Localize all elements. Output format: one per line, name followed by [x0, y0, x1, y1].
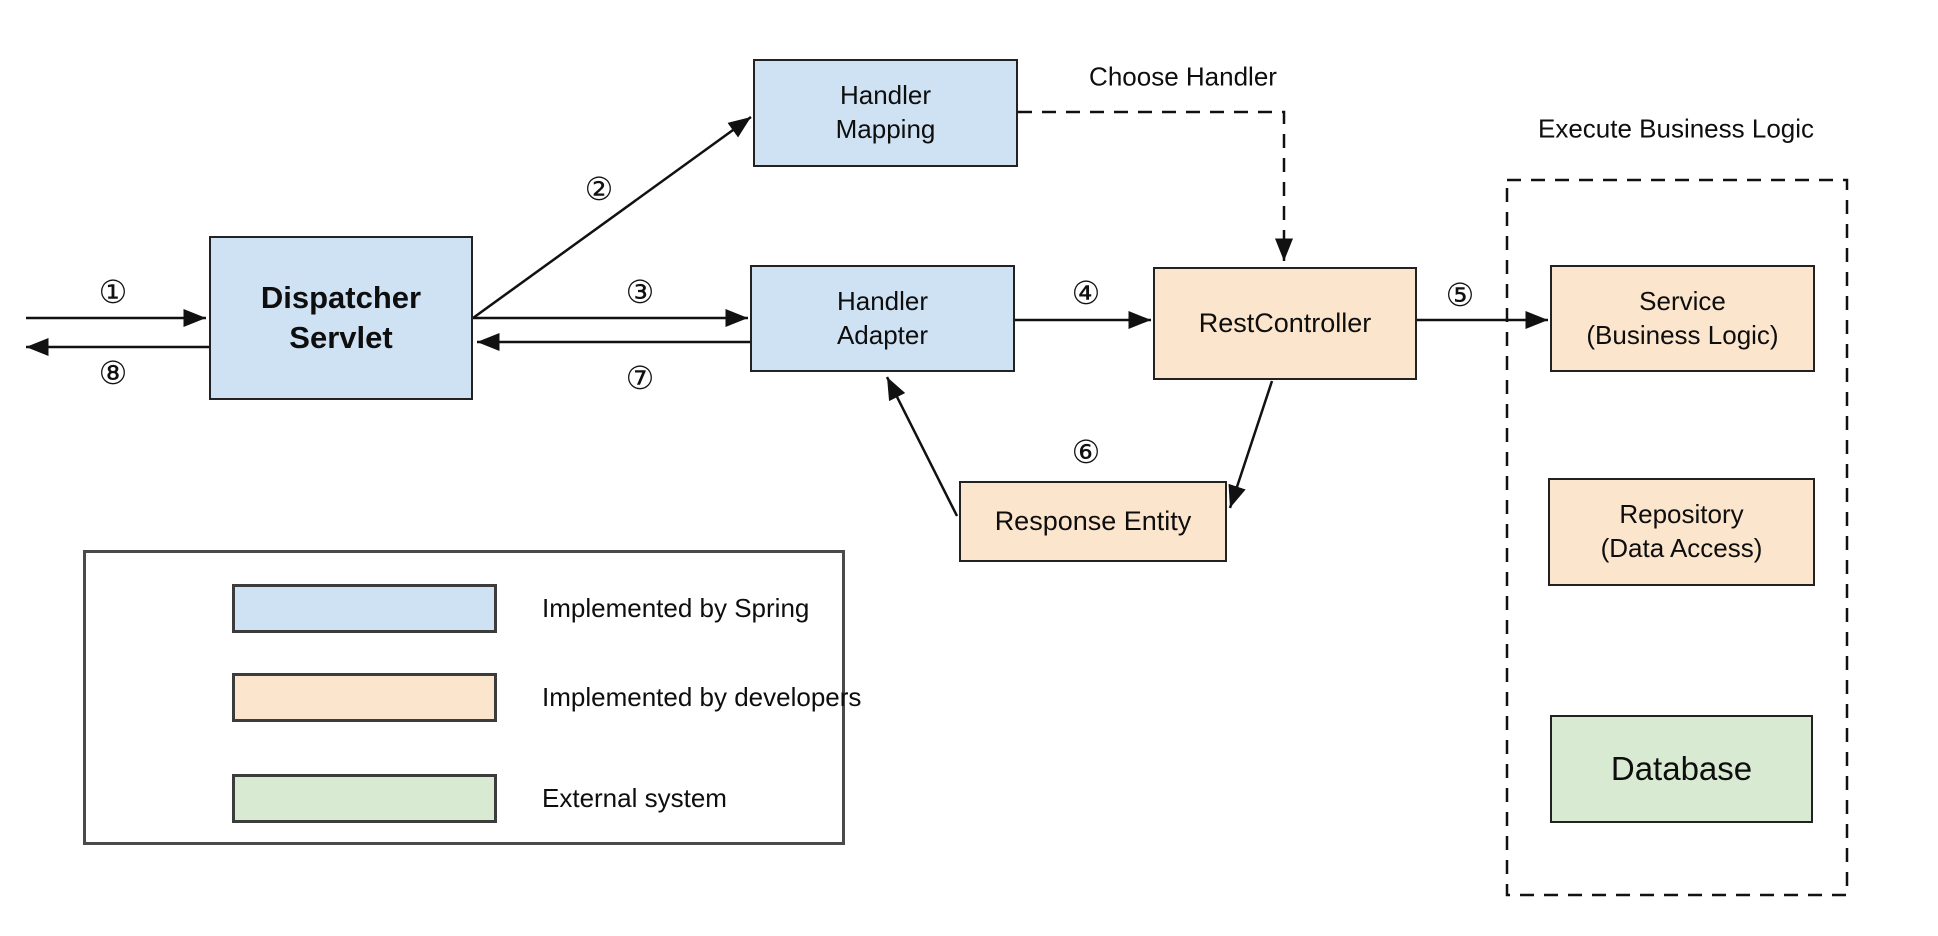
dashed-business-logic-container — [1505, 178, 1849, 897]
legend-label-external: External system — [542, 783, 727, 813]
arrow-controller-to-response-entity — [1228, 380, 1274, 509]
legend-label-developers: Implemented by developers — [542, 682, 862, 712]
step-2-badge: ② — [584, 170, 614, 208]
node-dispatcher-servlet: Dispatcher Servlet — [209, 236, 473, 400]
node-rest-controller: RestController — [1153, 267, 1417, 380]
step-8-badge: ⑧ — [98, 354, 128, 392]
step-5-badge: ⑤ — [1445, 276, 1475, 314]
step-4-badge: ④ — [1071, 274, 1101, 312]
step-3-badge: ③ — [625, 273, 655, 311]
node-handler-mapping: Handler Mapping — [753, 59, 1018, 167]
arrow-step-2-to-handler-mapping — [472, 115, 752, 320]
node-handler-adapter: Handler Adapter — [750, 265, 1015, 372]
node-response-entity: Response Entity — [959, 481, 1227, 562]
step-6-badge: ⑥ — [1071, 433, 1101, 471]
legend-label-spring: Implemented by Spring — [542, 593, 810, 623]
node-repository-label: Repository (Data Access) — [1600, 499, 1763, 563]
legend-swatch-external — [232, 774, 497, 823]
node-dispatcher-servlet-label: Dispatcher Servlet — [260, 279, 422, 355]
node-database: Database — [1550, 715, 1813, 823]
node-service: Service (Business Logic) — [1550, 265, 1815, 372]
node-repository: Repository (Data Access) — [1548, 478, 1815, 586]
legend-box: Implemented by Spring Implemented by dev… — [83, 550, 861, 845]
node-handler-mapping-label: Handler Mapping — [835, 80, 936, 144]
node-rest-controller-label: RestController — [1198, 307, 1372, 338]
step-1-badge: ① — [98, 273, 128, 311]
node-service-label: Service (Business Logic) — [1586, 285, 1779, 350]
legend-swatch-developers — [232, 673, 497, 722]
arrow-step-6-response-to-adapter — [885, 376, 959, 517]
dashed-choose-handler-connector — [1018, 110, 1293, 261]
node-response-entity-label: Response Entity — [994, 505, 1192, 536]
legend-swatch-spring — [232, 584, 497, 633]
node-database-label: Database — [1610, 749, 1753, 787]
step-7-badge: ⑦ — [625, 359, 655, 397]
execute-business-logic-annotation: Execute Business Logic — [1537, 113, 1815, 144]
choose-handler-annotation: Choose Handler — [1089, 61, 1277, 92]
node-handler-adapter-label: Handler Adapter — [836, 285, 929, 350]
